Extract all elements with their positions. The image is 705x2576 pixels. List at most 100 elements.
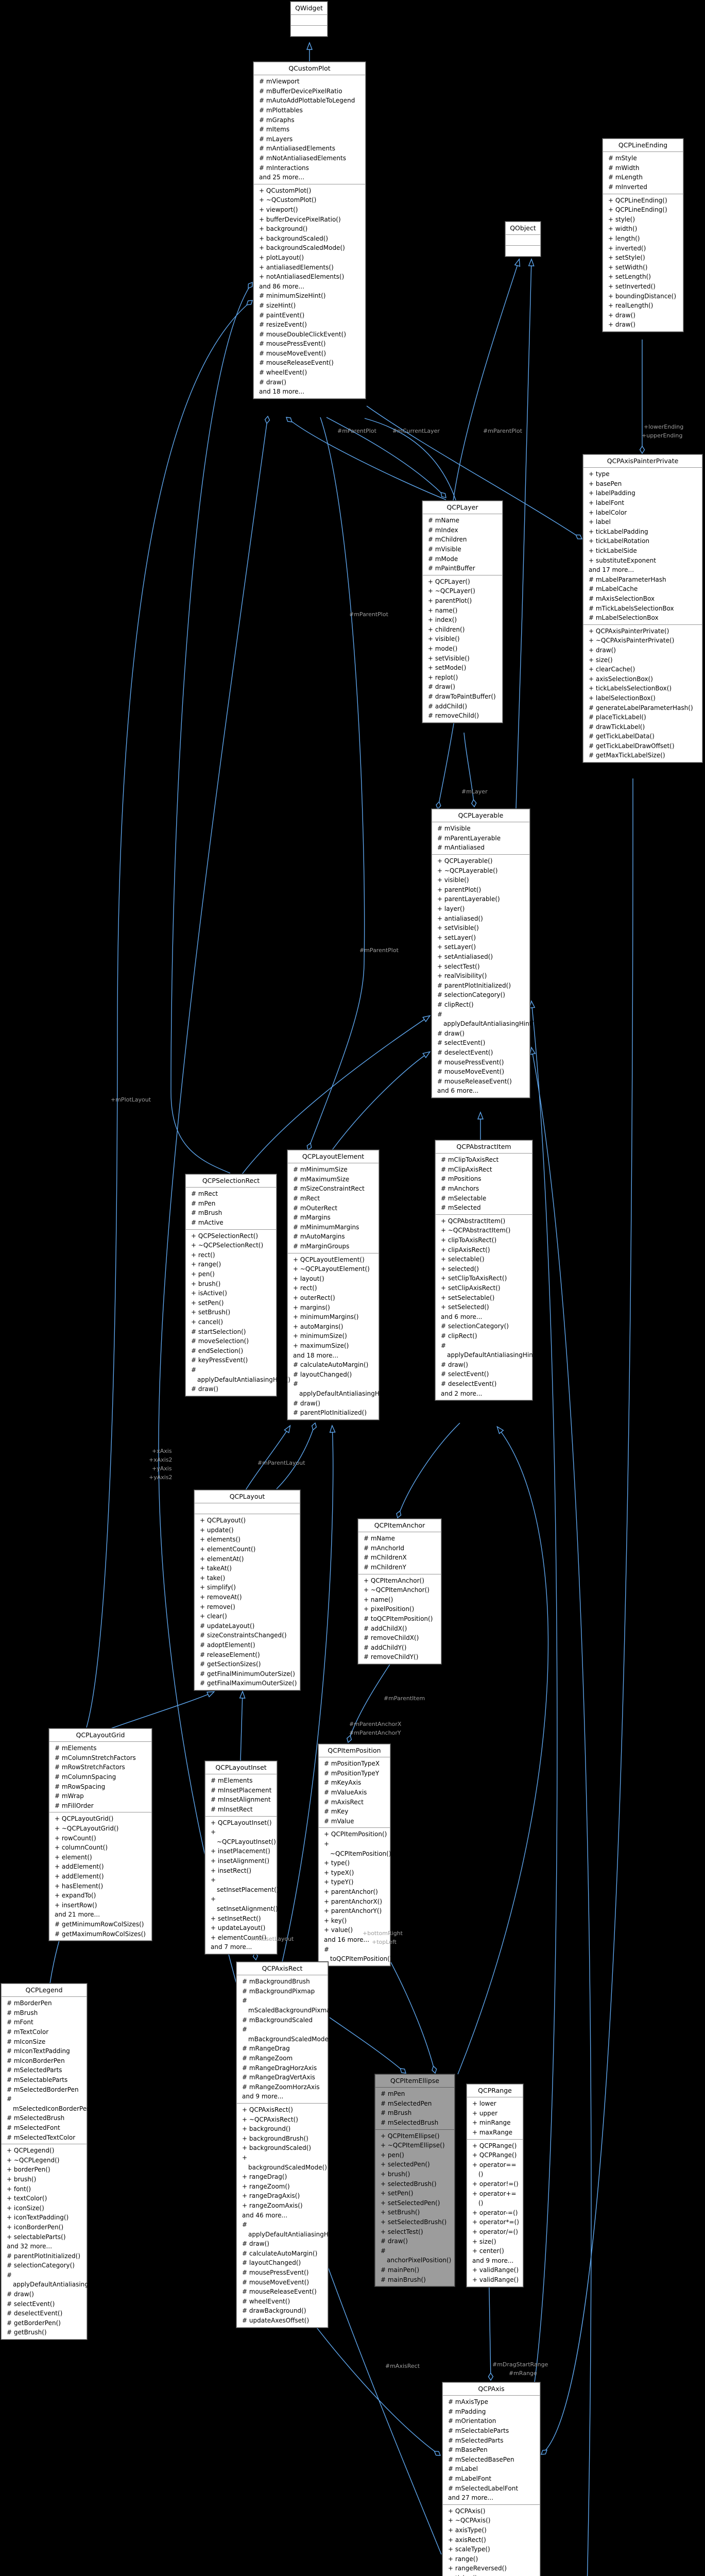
QCPLayoutInset-methods-row: + setInsetAlignment() [211, 1895, 278, 1912]
QCPLineEnding-methods-row: + style() [608, 215, 635, 223]
QCPAxisPainterPrivate-members-row: # mLabelCache [589, 585, 638, 593]
QCPLegend-methods-row: + iconSize() [7, 2204, 44, 2212]
QCPItemPosition-methods-row: and 16 more... [324, 1936, 370, 1943]
class-title-QCPItemPosition[interactable]: QCPItemPosition [319, 1744, 390, 1758]
QCPItemEllipse-methods-section: + QCPItemEllipse()+ ~QCPItemEllipse()+ p… [375, 2130, 454, 2286]
QCPAxisRect-members-row: # mRangeDragHorzAxis [242, 2064, 317, 2072]
class-box-QCPLayoutElement[interactable]: QCPLayoutElement# mMinimumSize# mMaximum… [287, 1150, 392, 1420]
class-box-QCPSelectionRect[interactable]: QCPSelectionRect# mRect# mPen# mBrush# m… [185, 1174, 290, 1396]
QCPLayerable-methods-row: + realVisibility() [437, 972, 487, 980]
QCPAxis-methods-row: + ~QCPAxis() [448, 2517, 491, 2524]
edge-label: #mInsetLayout [250, 1936, 294, 1942]
QCPLayoutElement-methods-row: + minimumMargins() [293, 1313, 359, 1321]
class-title-QCPLegend[interactable]: QCPLegend [2, 1984, 87, 1997]
QCPSelectionRect-methods-row: + pen() [191, 1270, 215, 1278]
class-title-QCPSelectionRect[interactable]: QCPSelectionRect [186, 1175, 276, 1188]
class-box-QCustomPlot[interactable]: QCustomPlot# mViewport# mBufferDevicePix… [253, 62, 366, 399]
QCPAxisRect-methods-row: # mousePressEvent() [242, 2269, 309, 2277]
QCPAbstractItem-methods-row: # selectionCategory() [441, 1323, 509, 1330]
QCPLayerable-methods-row: + setLayer() [437, 943, 476, 951]
QCPItemAnchor-methods-row: # removeChildX() [364, 1634, 419, 1642]
QCPLayoutGrid-methods-row: + rowCount() [55, 1834, 96, 1842]
QCPItemPosition-methods-row: + parentAnchorX() [324, 1897, 383, 1905]
QCPItemEllipse-methods-row: + setSelectedBrush() [381, 2218, 447, 2226]
edge-label: #mParentAnchorY [349, 1730, 401, 1736]
QCPAxis-methods-row: + axisRect() [448, 2536, 486, 2544]
class-title-QCPLayerable[interactable]: QCPLayerable [432, 809, 529, 823]
QCPItemAnchor-members-section: # mName# mAnchorId# mChildrenX# mChildre… [358, 1532, 441, 1574]
class-box-QCPItemEllipse[interactable]: QCPItemEllipse# mPen# mSelectedPen# mBru… [375, 2074, 455, 2287]
class-box-QCPAbstractItem[interactable]: QCPAbstractItem# mClipToAxisRect# mClipA… [435, 1140, 540, 1401]
QCPLayoutElement-methods-row: # parentPlotInitialized() [293, 1409, 367, 1417]
edge-label: +xAxis2 [149, 1456, 173, 1463]
QCPLayoutGrid-methods-row: and 21 more... [55, 1911, 100, 1919]
QCPLayout-methods-row: # sizeConstraintsChanged() [200, 1632, 287, 1639]
QCPItemPosition-members-row: # mKeyAxis [324, 1779, 362, 1787]
class-title-QCPItemEllipse[interactable]: QCPItemEllipse [375, 2075, 454, 2088]
class-title-QCustomPlot[interactable]: QCustomPlot [254, 62, 365, 76]
class-box-QCPLayerable[interactable]: QCPLayerable# mVisible# mParentLayerable… [432, 809, 537, 1098]
class-title-QCPLayer[interactable]: QCPLayer [423, 501, 502, 515]
class-box-QCPLegend[interactable]: QCPLegend# mBorderPen# mBrush# mFont# mT… [1, 1984, 106, 2340]
QCustomPlot-members-row: # mNotAntialiasedElements [259, 155, 346, 162]
QCPItemAnchor-methods-row: + name() [364, 1596, 393, 1603]
class-box-QCPLayer[interactable]: QCPLayer# mName# mIndex# mChildren# mVis… [422, 501, 503, 723]
QCPLayerable-methods-row: + setAntialiased() [437, 953, 493, 960]
class-title-QWidget[interactable]: QWidget [291, 2, 327, 15]
class-title-QCPLayoutElement[interactable]: QCPLayoutElement [288, 1150, 379, 1164]
QCustomPlot-methods-row: + background() [259, 225, 308, 233]
QCPAbstractItem-members-row: # mClipAxisRect [441, 1165, 492, 1173]
class-box-QCPAxisPainterPrivate[interactable]: QCPAxisPainterPrivate+ type+ basePen+ la… [583, 454, 702, 763]
class-title-QCPAxisRect[interactable]: QCPAxisRect [237, 1962, 328, 1976]
class-box-QCPItemPosition[interactable]: QCPItemPosition# mPositionTypeX# mPositi… [318, 1744, 392, 1966]
QCPLayout-methods-row: + clear() [200, 1613, 227, 1620]
class-title-QCPLayoutInset[interactable]: QCPLayoutInset [205, 1761, 277, 1775]
class-box-QCPRange[interactable]: QCPRange+ lower+ upper+ minRange+ maxRan… [467, 2084, 523, 2287]
QCPAxisRect-members-row: # mRangeDragVertAxis [242, 2074, 315, 2081]
QCPLayoutElement-members-row: # mMargins [293, 1214, 331, 1222]
QCPLayout-methods-row: # releaseElement() [200, 1651, 260, 1658]
QCPRange-members-section: + lower+ upper+ minRange+ maxRange [467, 2097, 523, 2140]
class-title-QCPAxis[interactable]: QCPAxis [443, 2383, 540, 2396]
QCPItemPosition-methods-row: + type() [324, 1859, 350, 1867]
class-title-QCPAbstractItem[interactable]: QCPAbstractItem [436, 1141, 532, 1154]
QCPLegend-members-row: # mSelectedBrush [7, 2114, 65, 2122]
QCPLayer-methods-row: + mode() [428, 645, 458, 652]
QCPItemAnchor-methods-row: # removeChildY() [364, 1653, 419, 1661]
class-title-QCPAxisPainterPrivate[interactable]: QCPAxisPainterPrivate [583, 455, 702, 468]
class-box-QWidget[interactable]: QWidget [290, 2, 328, 37]
class-title-QCPLayoutGrid[interactable]: QCPLayoutGrid [49, 1729, 151, 1742]
QCPAxisRect-methods-row: # mouseMoveEvent() [242, 2278, 309, 2286]
QCPLayerable-members-row: # mAntialiased [437, 844, 485, 852]
class-box-QCPAxis[interactable]: QCPAxis# mAxisType# mPadding# mOrientati… [442, 2382, 540, 2576]
QCPSelectionRect-methods-row: + rect() [191, 1251, 215, 1259]
QCPLayoutElement-members-row: # mSizeConstraintRect [293, 1185, 365, 1193]
class-box-QCPItemAnchor[interactable]: QCPItemAnchor# mName# mAnchorId# mChildr… [358, 1519, 441, 1664]
QCPLayer-methods-row: + QCPLayer() [428, 578, 470, 585]
QCPLayerable-methods-row: + ~QCPLayerable() [437, 867, 498, 874]
class-box-QCPLayoutInset[interactable]: QCPLayoutInset# mElements# mInsetPlaceme… [205, 1761, 279, 1954]
QCPAxis-members-row: # mPadding [448, 2408, 486, 2415]
QCPLayoutGrid-members-row: # mRowSpacing [55, 1783, 106, 1790]
QCPLegend-members-row: # mIconTextPadding [7, 2047, 70, 2055]
class-title-QCPLineEnding[interactable]: QCPLineEnding [603, 139, 683, 152]
class-title-QCPItemAnchor[interactable]: QCPItemAnchor [358, 1519, 441, 1533]
QCPLineEnding-methods-row: + setWidth() [608, 263, 648, 271]
QCPItemAnchor-methods-row: + ~QCPItemAnchor() [364, 1586, 429, 1594]
edge-label: #mParentPlot [359, 947, 399, 954]
class-box-QCPLineEnding[interactable]: QCPLineEnding# mStyle# mWidth# mLength# … [603, 139, 683, 332]
class-box-QCPAxisRect[interactable]: QCPAxisRect# mBackgroundBrush# mBackgrou… [236, 1962, 341, 2328]
QCustomPlot-members-row: # mAutoAddPlottableToLegend [259, 97, 355, 105]
class-title-QCPRange[interactable]: QCPRange [467, 2084, 523, 2098]
QCPAxisRect-methods-row: + rangeDrag() [242, 2173, 287, 2181]
QCPAxisRect-methods-row: # applyDefaultAntialiasingHint() [242, 2221, 341, 2238]
class-box-QCPLayout[interactable]: QCPLayout+ QCPLayout()+ update()+ elemen… [194, 1490, 300, 1690]
class-box-QCPLayoutGrid[interactable]: QCPLayoutGrid# mElements# mColumnStretch… [49, 1728, 152, 1941]
class-title-QObject[interactable]: QObject [506, 222, 540, 235]
QCPAxisRect-methods-row: + backgroundScaledMode() [242, 2154, 327, 2171]
class-box-QObject[interactable]: QObject [505, 222, 541, 257]
class-title-QCPLayout[interactable]: QCPLayout [195, 1490, 300, 1504]
QCPLineEnding-methods-section: + QCPLineEnding()+ QCPLineEnding()+ styl… [603, 194, 683, 331]
QCPLayoutElement-members-section: # mMinimumSize# mMaximumSize# mSizeConst… [288, 1163, 379, 1253]
QCustomPlot-methods-row: # mousePressEvent() [259, 340, 326, 348]
